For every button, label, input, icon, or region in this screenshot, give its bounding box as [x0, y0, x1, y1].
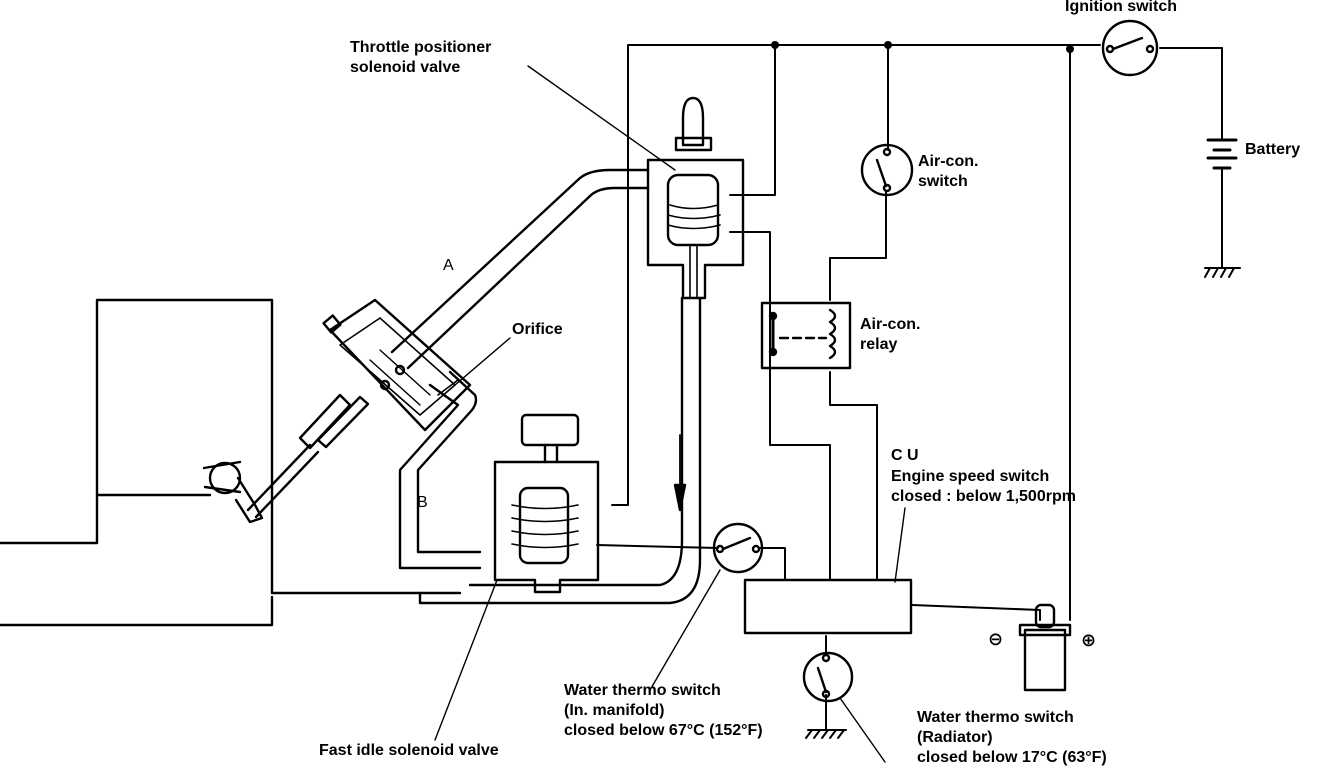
orifice-label: Orifice [512, 321, 563, 338]
engine-body-outline [0, 298, 462, 627]
hose-b-label: B [417, 494, 428, 511]
water-thermo-radiator-label-line1: Water thermo switch [917, 709, 1074, 726]
wiring [596, 44, 1241, 739]
vacuum-hose-b [398, 370, 482, 570]
battery-symbol [1206, 138, 1238, 170]
control-unit-label-line1: C U [891, 447, 919, 464]
fast-idle-solenoid-label: Fast idle solenoid valve [319, 742, 499, 759]
aircon-switch-label-line2: switch [918, 173, 968, 190]
vacuum-line-down [418, 296, 702, 605]
water-thermo-manifold-label-line3: closed below 67°C (152°F) [564, 722, 763, 739]
ignition-coil [1018, 603, 1072, 692]
throttle-positioner-actuator [298, 298, 472, 450]
ignition-switch [1101, 19, 1159, 77]
fast-idle-solenoid-valve [493, 413, 600, 594]
water-thermo-manifold-label-line2: (In. manifold) [564, 702, 665, 719]
coil-minus-terminal: ⊖ [988, 629, 1004, 649]
throttle-positioner-solenoid-valve [646, 96, 745, 300]
leader-lines [434, 65, 906, 763]
hose-a-label: A [443, 257, 454, 274]
water-thermo-radiator-label-line3: closed below 17°C (63°F) [917, 749, 1107, 766]
control-unit-label-line2: Engine speed switch [891, 468, 1050, 485]
throttle-positioner-label-line2: solenoid valve [350, 59, 461, 76]
water-thermo-switch-radiator [802, 651, 854, 703]
aircon-relay-label-line2: relay [860, 336, 898, 353]
battery-label: Battery [1245, 141, 1301, 158]
coil-plus-terminal: ⊕ [1081, 630, 1097, 650]
aircon-switch [860, 143, 914, 197]
throttle-positioner-label-line1: Throttle positioner [350, 39, 492, 56]
vacuum-hose-a [390, 168, 650, 370]
aircon-switch-label-line1: Air-con. [918, 153, 979, 170]
throttle-lever [202, 443, 320, 524]
control-unit-box [743, 578, 913, 635]
control-unit-label-line3: closed : below 1,500rpm [891, 488, 1076, 505]
water-thermo-radiator-label-line2: (Radiator) [917, 729, 993, 746]
water-thermo-manifold-label-line1: Water thermo switch [564, 682, 721, 699]
ignition-switch-label: Ignition switch [1065, 0, 1177, 15]
water-thermo-switch-manifold [712, 522, 764, 574]
aircon-relay [760, 301, 852, 370]
aircon-relay-label-line1: Air-con. [860, 316, 921, 333]
junction-dots [771, 41, 1074, 53]
